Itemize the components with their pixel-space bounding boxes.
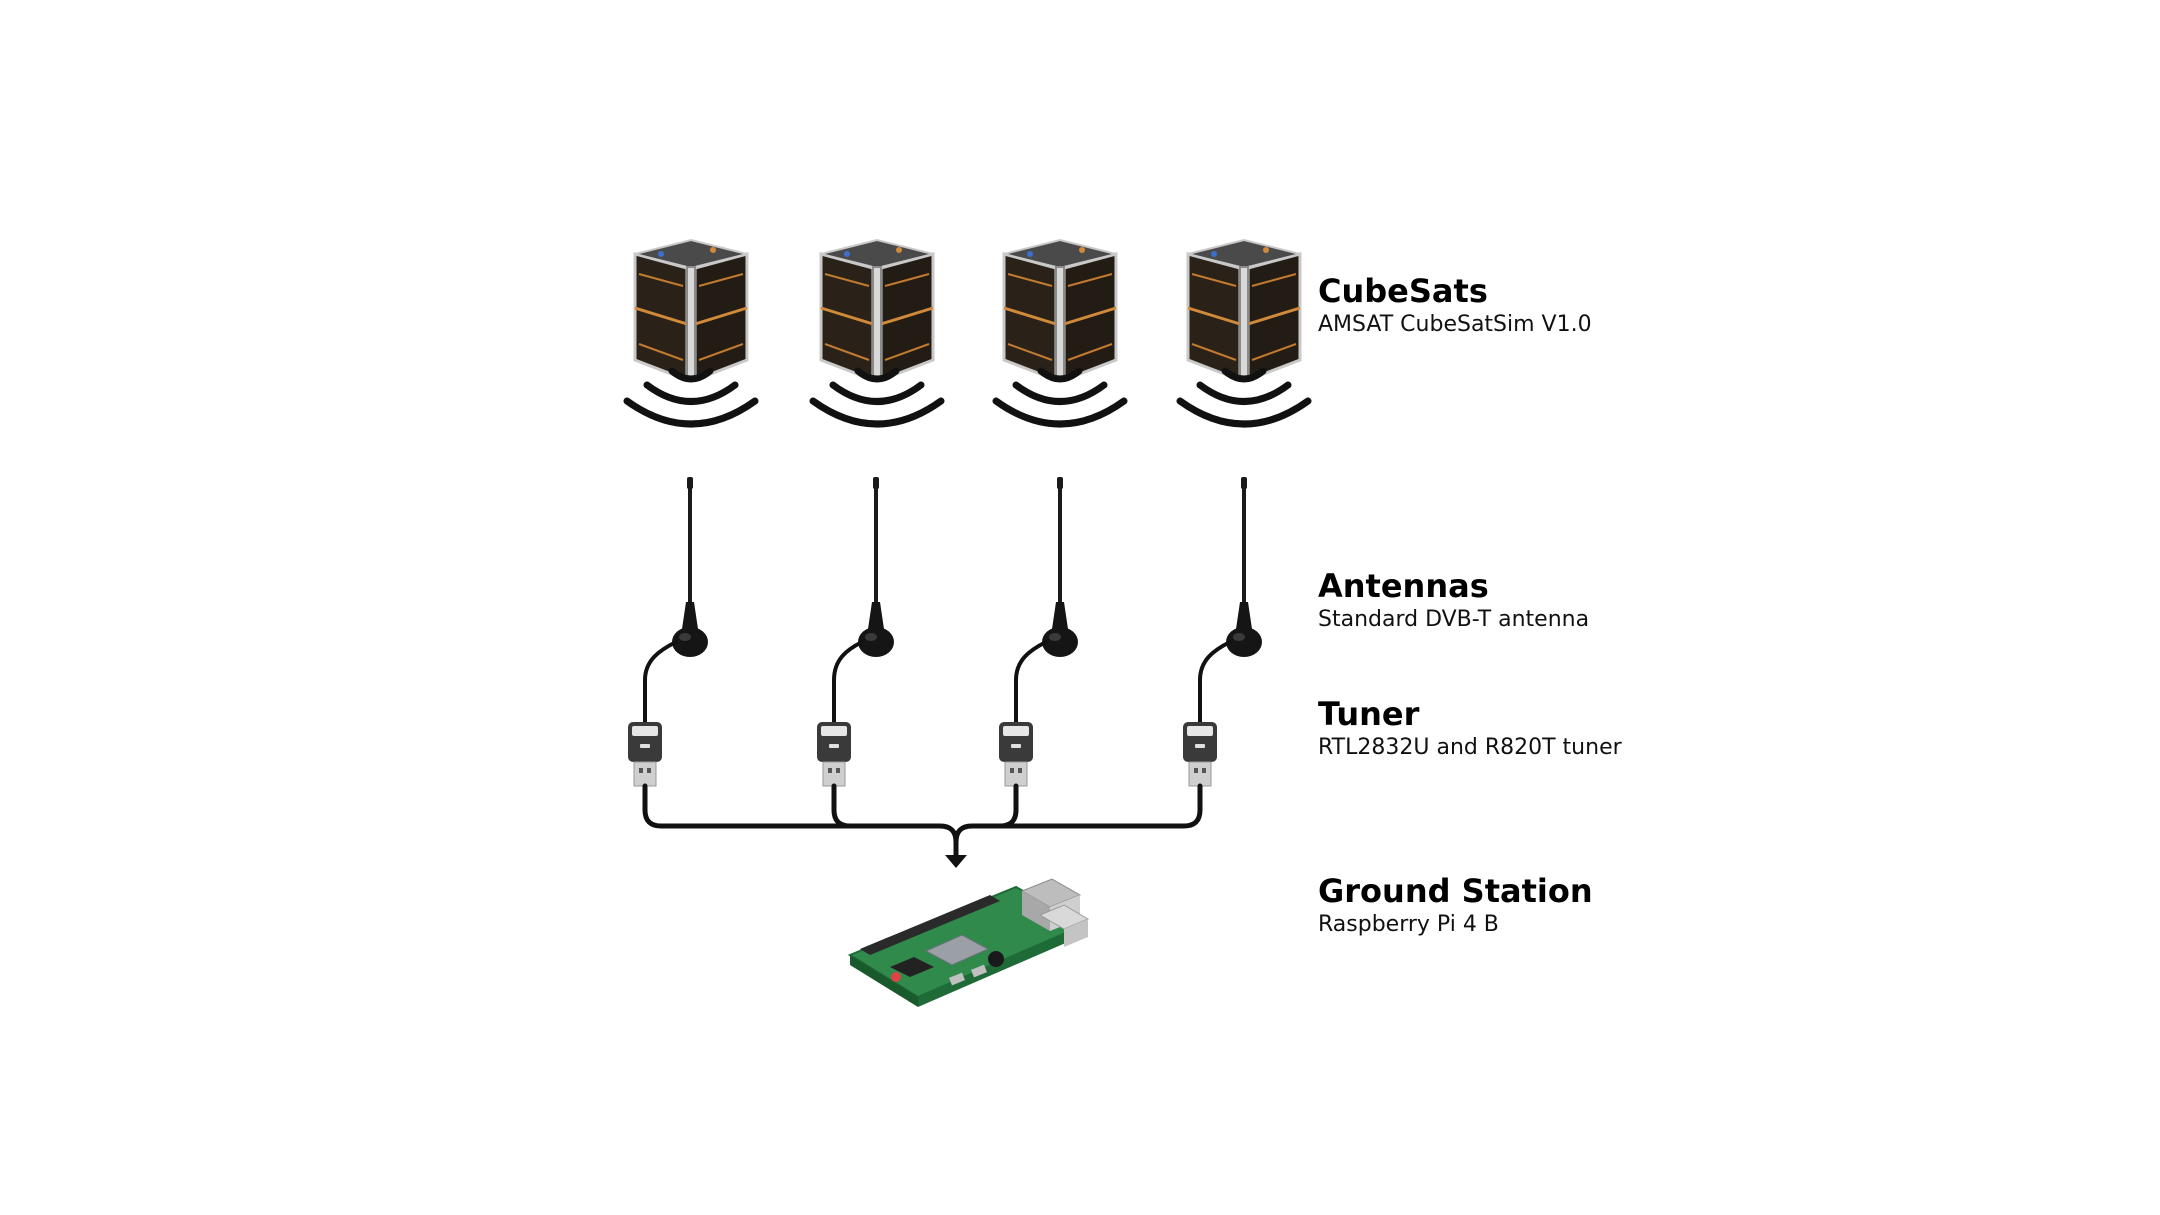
radio-waves-2-icon [813, 371, 941, 424]
label-cubesats: CubeSats AMSAT CubeSatSim V1.0 [1318, 272, 1592, 340]
antenna-cable-1 [643, 640, 678, 724]
label-ground-station-subtitle: Raspberry Pi 4 B [1318, 912, 1499, 937]
bus-line-3 [953, 783, 1019, 845]
tuner-4-icon [1182, 721, 1218, 787]
label-cubesats-subtitle: AMSAT CubeSatSim V1.0 [1318, 312, 1592, 337]
cubesat-3-icon [1002, 238, 1118, 384]
bus-line-2 [831, 783, 853, 829]
label-tuner-subtitle: RTL2832U and R820T tuner [1318, 735, 1622, 760]
radio-waves-1-icon [627, 371, 755, 424]
label-tuner-title: Tuner [1318, 695, 1420, 733]
antenna-4-icon [1224, 475, 1264, 659]
antenna-cable-2 [832, 640, 864, 724]
radio-waves-4-icon [1180, 371, 1308, 424]
tuner-1-icon [627, 721, 663, 787]
cubesat-4-icon [1186, 238, 1302, 384]
label-antennas: Antennas Standard DVB-T antenna [1318, 567, 1589, 635]
tuner-3-icon [998, 721, 1034, 787]
label-antennas-subtitle: Standard DVB-T antenna [1318, 607, 1590, 632]
antenna-3-icon [1040, 475, 1080, 659]
tuner-2-icon [816, 721, 852, 787]
antenna-cable-4 [1198, 640, 1232, 724]
cubesat-2-icon [819, 238, 935, 384]
label-ground-station-title: Ground Station [1318, 872, 1593, 910]
bus-line-1 [642, 783, 959, 859]
bus-line-4 [997, 783, 1203, 829]
radio-waves-3-icon [996, 371, 1124, 424]
label-antennas-title: Antennas [1318, 567, 1489, 605]
raspberry-pi-board-icon [847, 878, 1090, 1007]
label-ground-station: Ground Station Raspberry Pi 4 B [1318, 872, 1593, 940]
arrow-head-icon [945, 855, 967, 868]
antenna-1-icon [670, 475, 710, 659]
label-cubesats-title: CubeSats [1318, 272, 1488, 310]
antenna-cable-3 [1014, 640, 1048, 724]
label-tuner: Tuner RTL2832U and R820T tuner [1318, 695, 1622, 763]
antenna-2-icon [856, 475, 896, 659]
cubesat-1-icon [633, 238, 749, 384]
